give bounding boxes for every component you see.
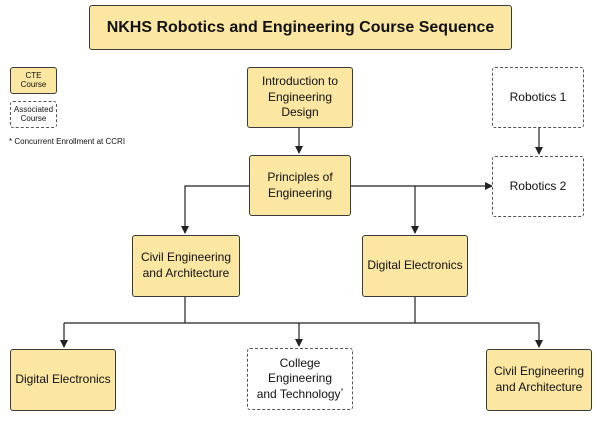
legend-assoc-line2: Course xyxy=(20,113,47,123)
edge-principles-to-civil xyxy=(181,185,249,234)
node-civil-mid-line2: and Architecture xyxy=(142,266,230,280)
node-principles-of-engineering: Principles of Engineering xyxy=(249,155,351,216)
diagram-title-text: NKHS Robotics and Engineering Course Seq… xyxy=(106,18,495,36)
legend-note: * Concurrent Enrollment at CCRI xyxy=(9,137,126,146)
node-robotics-2: Robotics 2 xyxy=(492,156,584,217)
node-college-engineering-technology: College Engineering and Technology* xyxy=(247,348,353,410)
legend-associated-swatch: Associated Course xyxy=(10,101,57,128)
node-robotics1-line1: Robotics 1 xyxy=(509,89,567,104)
node-robotics2-line1: Robotics 2 xyxy=(509,178,567,193)
node-principles-line1: Principles of xyxy=(267,169,333,184)
node-civil-bottom-line2: and Architecture xyxy=(495,380,583,394)
node-intro-line2: Engineering Design xyxy=(267,89,333,120)
node-digital-electronics: Digital Electronics xyxy=(362,235,468,297)
legend-cte-swatch: CTE Course xyxy=(10,67,57,94)
edge-principles-to-digital xyxy=(350,185,419,234)
node-intro-line1: Introduction to xyxy=(261,74,339,89)
concurrent-enrollment-mark: * xyxy=(340,387,344,395)
node-civil-engineering-architecture-bottom: Civil Engineering and Architecture xyxy=(486,349,592,411)
node-college-line2: and Technology xyxy=(256,386,341,401)
node-civil-bottom-line1: Civil Engineering xyxy=(493,364,585,379)
node-digital-bottom-line1: Digital Electronics xyxy=(15,372,111,387)
node-college-line1: College Engineering xyxy=(267,355,333,386)
node-principles-line2: Engineering xyxy=(267,185,333,200)
node-digital-electronics-bottom: Digital Electronics xyxy=(10,349,116,411)
node-intro-engineering-design: Introduction to Engineering Design xyxy=(247,67,353,128)
diagram-title: NKHS Robotics and Engineering Course Seq… xyxy=(89,5,512,50)
node-civil-engineering-architecture: Civil Engineering and Architecture xyxy=(132,235,240,297)
node-digital-mid-line1: Digital Electronics xyxy=(367,258,463,273)
node-civil-mid-line1: Civil Engineering xyxy=(140,250,232,265)
legend-cte-line1: CTE xyxy=(25,70,42,80)
node-robotics-1: Robotics 1 xyxy=(492,67,584,128)
legend-cte-line2: Course xyxy=(20,79,47,89)
legend-assoc-line1: Associated xyxy=(13,104,54,114)
